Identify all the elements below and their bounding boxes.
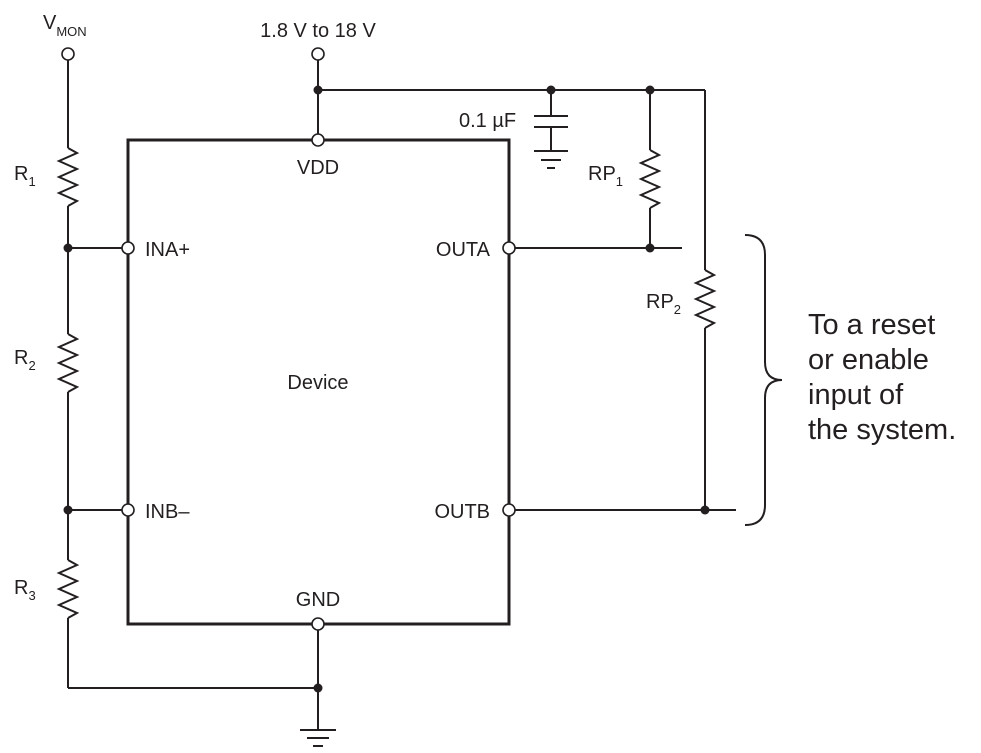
output-brace (744, 234, 783, 526)
r1-label: R1 (14, 163, 36, 189)
gnd-pin (311, 617, 325, 631)
vdd-junction-dot (313, 85, 323, 95)
inb-pin (121, 503, 135, 517)
device-label: Device (287, 372, 348, 394)
inb-pin-label: INB– (145, 501, 190, 523)
note-line-3: input of (808, 379, 904, 411)
vdd-supply-wiring (317, 60, 706, 270)
ina-pin-label: INA+ (145, 239, 190, 261)
r1-resistor (56, 60, 80, 248)
note-line-4: the system. (808, 414, 956, 446)
r3-label: R3 (14, 577, 36, 603)
r2-label: R2 (14, 347, 36, 373)
note-line-1: To a reset (808, 309, 935, 341)
vdd-pin-label: VDD (297, 157, 339, 179)
vmon-terminal (61, 47, 75, 61)
rp1-resistor (638, 85, 662, 253)
vmon-label: VMON (43, 12, 87, 39)
vdd-range-label: 1.8 V to 18 V (260, 20, 376, 42)
outa-pin (502, 241, 516, 255)
note-line-2: or enable (808, 344, 929, 376)
rp1-label: RP1 (588, 163, 623, 189)
outb-pin-label: OUTB (434, 501, 490, 523)
ground-wiring (300, 630, 336, 747)
vdd-pin (311, 133, 325, 147)
rp2-label: RP2 (646, 291, 681, 317)
r2-resistor (56, 248, 80, 510)
vdd-supply-terminal (311, 47, 325, 61)
gnd-pin-label: GND (296, 589, 340, 611)
decoupling-capacitor (534, 85, 568, 169)
outa-pin-label: OUTA (436, 239, 491, 261)
rp2-resistor (693, 269, 717, 515)
ina-pin (121, 241, 135, 255)
capacitor-value-label: 0.1 µF (459, 110, 516, 132)
outb-pin (502, 503, 516, 517)
r3-resistor (56, 510, 318, 689)
